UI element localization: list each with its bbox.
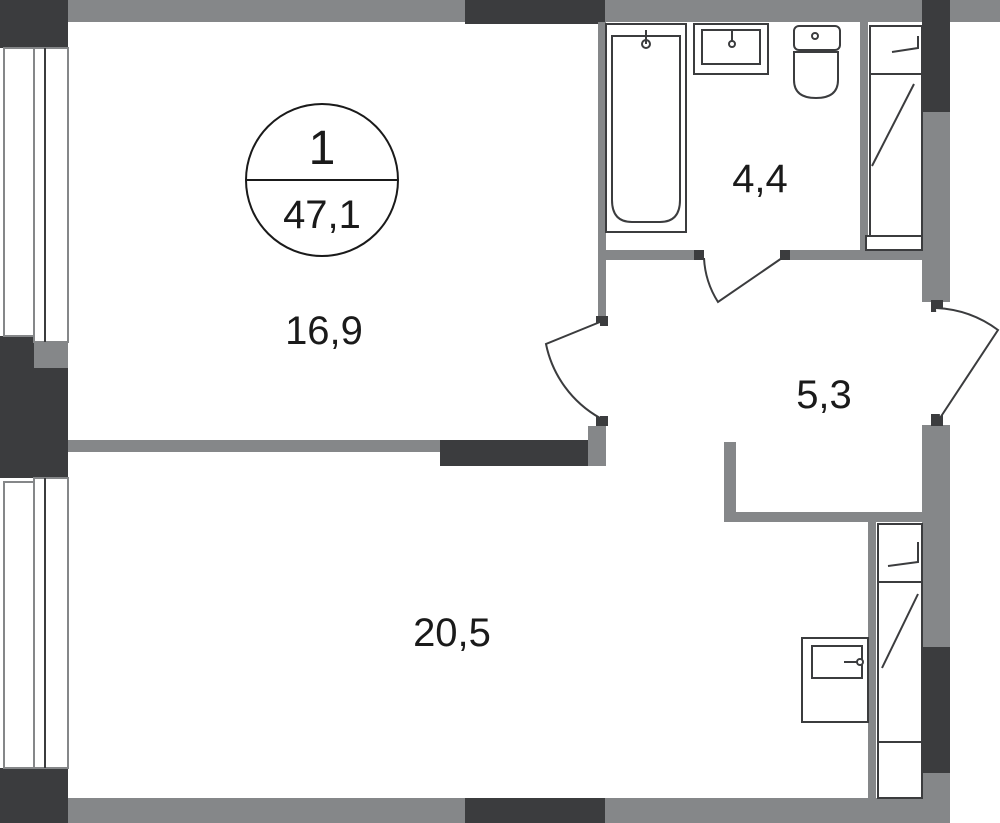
living-area-label: 20,5 <box>413 611 491 655</box>
window-upper-sash <box>33 47 69 343</box>
total-area: 47,1 <box>283 193 361 237</box>
window-upper-pane <box>3 47 35 337</box>
sink-drain <box>728 40 736 48</box>
internal-walls <box>68 22 922 798</box>
bottom-wall-column <box>465 798 605 823</box>
bedroom-area-label: 16,9 <box>285 309 363 353</box>
toilet-bowl <box>793 51 839 100</box>
right-wall-top-column <box>922 0 950 112</box>
left-wall-bottom-column <box>0 768 68 823</box>
closet-top-door-line <box>871 83 915 167</box>
bedroom-door-jamb-top <box>596 316 608 326</box>
bath-bottom-wall-left <box>598 250 698 260</box>
wardrobe-door-line <box>881 593 919 669</box>
apartment-badge: 1 47,1 <box>245 103 399 257</box>
bathroom-area-label: 4,4 <box>732 157 788 201</box>
bedroom-living-wall-column <box>440 440 588 466</box>
storage <box>801 25 923 799</box>
window-lower-sash <box>33 477 69 769</box>
bedroom-living-wall <box>68 440 440 452</box>
bath-door-jamb-left <box>694 250 704 260</box>
wardrobe-base <box>877 741 923 799</box>
window-upper-sill <box>34 342 68 368</box>
right-wall-bottom-column <box>922 647 950 773</box>
window-lower-pane <box>3 481 35 769</box>
bedroom-bath-wall <box>598 22 606 322</box>
doors <box>544 257 1000 419</box>
hall-living-wall-horizontal <box>724 512 922 522</box>
closet-top-shelf <box>869 25 923 75</box>
left-wall-top-column <box>0 0 68 48</box>
bathtub-basin <box>611 35 681 223</box>
bath-door-jamb-right <box>780 250 790 260</box>
right-wall-bottom <box>922 773 950 823</box>
right-wall-lower <box>922 425 950 647</box>
hall-area-label: 5,3 <box>796 373 852 417</box>
bedroom-door <box>544 321 601 419</box>
room-labels: 16,9 4,4 5,3 20,5 <box>285 157 852 655</box>
rooms-count: 1 <box>309 122 336 175</box>
top-wall-column <box>465 0 605 24</box>
wardrobe-top-shelf <box>877 523 923 583</box>
bathroom-fixtures <box>605 23 841 233</box>
living-wardrobe-wall <box>868 520 876 798</box>
right-wall-upper <box>922 112 950 302</box>
hall-living-wall-vertical <box>724 442 736 522</box>
entrance-door <box>935 307 1000 419</box>
closet-top-shelf-line <box>891 36 919 53</box>
bath-bottom-wall-right <box>786 250 922 260</box>
toilet-button <box>811 32 819 40</box>
bath-closet-wall <box>860 22 868 254</box>
closet-top-body <box>869 73 923 239</box>
closet-top-base <box>865 235 923 251</box>
windows <box>3 47 69 769</box>
bathroom-door <box>703 257 783 304</box>
bedroom-door-jamb-bottom <box>596 416 608 426</box>
wardrobe-top-shelf-line <box>887 542 919 567</box>
bedroom-living-wall-end <box>588 426 606 466</box>
kitchen-sink-drain <box>856 658 864 666</box>
